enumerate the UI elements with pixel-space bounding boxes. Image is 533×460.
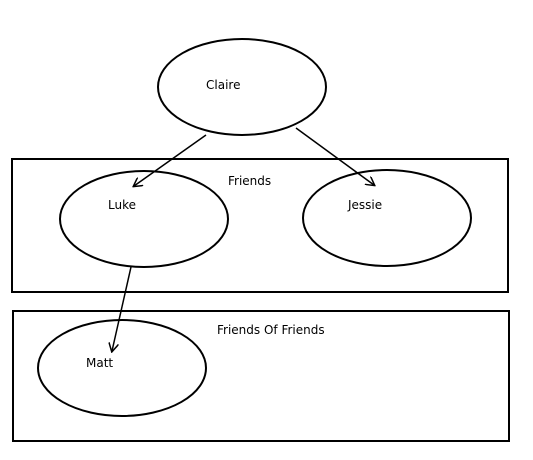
- node-label-luke: Luke: [108, 198, 136, 212]
- node-label-claire: Claire: [206, 78, 240, 92]
- edge-claire-to-luke: [134, 134, 207, 186]
- edge-luke-to-matt: [112, 266, 132, 351]
- group-title-friends: Friends: [228, 174, 271, 188]
- node-label-matt: Matt: [86, 356, 113, 370]
- node-label-jessie: Jessie: [347, 198, 382, 212]
- node-luke: [59, 170, 229, 268]
- node-claire: [157, 38, 327, 136]
- edge-claire-to-jessie: [295, 127, 374, 185]
- group-title-friends-of-friends: Friends Of Friends: [217, 323, 325, 337]
- node-jessie: [302, 169, 472, 267]
- node-matt: [37, 319, 207, 417]
